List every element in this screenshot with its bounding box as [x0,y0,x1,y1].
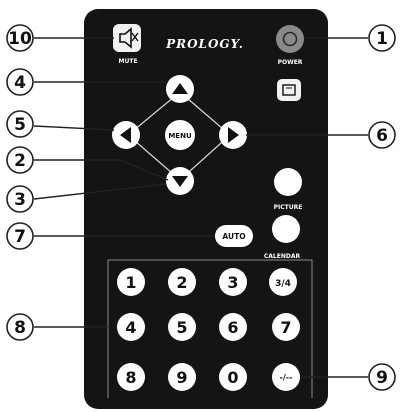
arrow-down-icon [172,176,188,187]
svg-text:2: 2 [14,151,26,171]
remote-body [84,9,328,409]
numpad-key-3[interactable]: 3 [219,268,247,296]
display-mode-button[interactable] [277,79,301,101]
toggle-3-4-button[interactable]: 3/4 [269,268,297,296]
svg-text:6: 6 [376,126,388,146]
callout-2: 2 [6,146,34,174]
down-button[interactable] [166,167,194,195]
svg-text:5: 5 [14,115,26,135]
menu-button[interactable]: MENU [165,120,195,150]
callout-7: 7 [6,222,34,250]
power-button[interactable] [276,25,304,53]
numpad-key-7[interactable]: 7 [272,313,300,341]
svg-text:9: 9 [376,368,388,388]
callout-3: 3 [6,185,34,213]
callout-10: 10 [6,24,34,52]
dash-button[interactable]: -/-- [272,363,300,391]
auto-label: AUTO [222,232,245,241]
svg-text:8: 8 [125,368,136,387]
mute-label: MUTE [118,58,137,65]
callout-4: 4 [6,68,34,96]
svg-text:1: 1 [376,29,388,49]
calendar-label: CALENDAR [264,253,301,260]
svg-text:4: 4 [125,318,136,337]
svg-text:3: 3 [14,190,26,210]
calendar-button[interactable] [272,215,300,243]
svg-text:9: 9 [176,368,187,387]
right-button[interactable] [219,121,247,149]
power-icon [282,31,298,47]
numpad-key-4[interactable]: 4 [117,313,145,341]
svg-text:7: 7 [14,227,26,247]
numpad-key-5[interactable]: 5 [168,313,196,341]
numpad-bracket [107,259,313,398]
callout-lines [33,37,368,378]
picture-label: PICTURE [274,204,303,211]
screen-icon [282,84,296,96]
speaker-mute-icon [119,27,139,49]
svg-text:0: 0 [227,368,238,387]
up-button[interactable] [166,75,194,103]
callout-8: 8 [6,313,34,341]
numpad-key-2[interactable]: 2 [168,268,196,296]
callout-5: 5 [6,110,34,138]
callout-6: 6 [368,121,396,149]
arrow-left-icon [120,127,131,143]
brand-logo: PROLOGY. [165,37,244,51]
arrow-right-icon [228,127,239,143]
mute-button[interactable] [113,24,141,52]
svg-text:-/--: -/-- [280,373,293,382]
menu-label: MENU [168,132,192,140]
callout-1: 1 [368,24,396,52]
svg-text:10: 10 [8,29,32,49]
svg-text:5: 5 [176,318,187,337]
svg-text:8: 8 [14,318,26,338]
svg-text:7: 7 [280,318,291,337]
numpad-key-8[interactable]: 8 [117,363,145,391]
svg-text:4: 4 [14,73,26,93]
numpad-key-0[interactable]: 0 [219,363,247,391]
numpad-key-6[interactable]: 6 [219,313,247,341]
svg-text:2: 2 [176,273,187,292]
numpad-key-1[interactable]: 1 [117,268,145,296]
callout-9: 9 [368,363,396,391]
picture-button[interactable] [274,168,302,196]
left-button[interactable] [112,121,140,149]
svg-text:3/4: 3/4 [275,279,291,289]
svg-text:1: 1 [125,273,136,292]
svg-text:6: 6 [227,318,238,337]
svg-text:3: 3 [227,273,238,292]
numpad-key-9[interactable]: 9 [168,363,196,391]
arrow-up-icon [172,83,188,94]
power-label: POWER [278,59,303,66]
auto-button[interactable]: AUTO [215,225,253,247]
